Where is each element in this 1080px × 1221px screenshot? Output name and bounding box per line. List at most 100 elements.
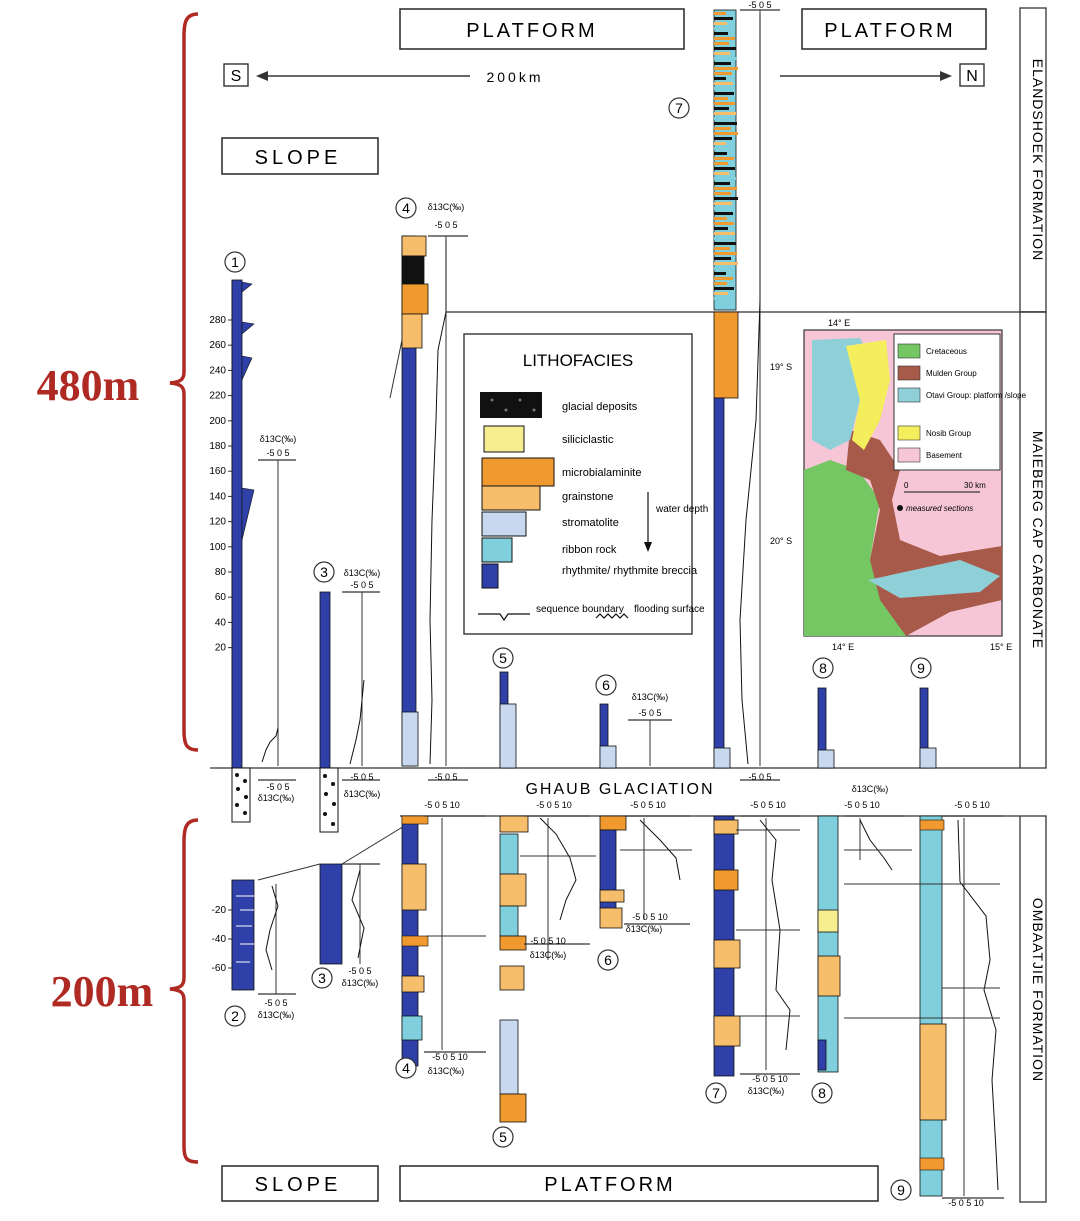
delta-axis-title: δ13C(‰) — [626, 924, 663, 934]
svg-text:3: 3 — [320, 564, 328, 580]
bed — [714, 102, 735, 105]
bed — [714, 47, 736, 50]
svg-text:5: 5 — [499, 1129, 507, 1145]
bed — [714, 297, 735, 300]
section-number-3: 3 — [313, 561, 335, 583]
bed — [714, 277, 733, 280]
section-4 — [389, 235, 486, 1067]
legend-grainstone: grainstone — [562, 491, 613, 503]
section-3 — [257, 591, 415, 965]
delta-tick-labels: -5 0 5 10 — [752, 1074, 788, 1084]
depth-tick-label: 140 — [209, 491, 226, 502]
legend-glacial: glacial deposits — [562, 401, 638, 413]
bed — [714, 97, 728, 100]
depth-axis-lower: -20-40-60 — [212, 880, 233, 990]
delta-axis-title: δ13C(‰) — [344, 789, 381, 799]
bed — [714, 187, 737, 190]
map-legend-cretaceous: Cretaceous — [926, 347, 967, 356]
section-number-7: 7 — [705, 1082, 727, 1104]
delta-axis-title: δ13C(‰) — [632, 692, 669, 702]
depth-tick-label: 220 — [209, 391, 226, 402]
depth-tick-label: 160 — [209, 466, 226, 477]
bed — [714, 12, 726, 15]
delta-axis-title: δ13C(‰) — [428, 202, 465, 212]
bed — [714, 282, 727, 285]
delta-axis-title: δ13C(‰) — [260, 434, 297, 444]
section-9 — [919, 687, 1004, 1199]
map-scale-zero: 0 — [904, 481, 909, 490]
delta-axis-title: δ13C(‰) — [852, 784, 889, 794]
depth-tick-label: -40 — [212, 934, 227, 945]
delta-tick-labels: -5 0 5 10 — [432, 1052, 468, 1062]
delta-tick-labels: -5 0 5 10 — [844, 800, 880, 810]
legend-siliciclastic: siliciclastic — [562, 434, 614, 446]
legend-title: LITHOFACIES — [523, 351, 634, 370]
section-1 — [231, 279, 296, 823]
south-label: S — [231, 68, 242, 85]
depth-tick-label: 80 — [215, 567, 227, 578]
svg-text:5: 5 — [499, 650, 507, 666]
upper-bracket — [169, 12, 199, 752]
depth-tick-label: -60 — [212, 963, 227, 974]
legend-rhythmite: rhythmite/ rhythmite breccia — [562, 565, 698, 577]
map-legend-mulden: Mulden Group — [926, 369, 977, 378]
map-legend-basement: Basement — [926, 451, 963, 460]
bed — [714, 172, 729, 175]
lower-thickness-label: 200m — [51, 967, 154, 1016]
platform-header-right: PLATFORM — [801, 8, 987, 50]
bed — [714, 212, 733, 215]
ghaub-glaciation-label: GHAUB GLACIATION — [525, 781, 714, 798]
delta-tick-labels: -5 0 5 — [748, 772, 771, 782]
formation-column: ELANDSHOEK FORMATION MAIEBERG CAP CARBON… — [1019, 7, 1047, 1203]
delta-tick-labels: -5 0 5 — [264, 998, 287, 1008]
depth-tick-label: 200 — [209, 416, 226, 427]
section-number-6: 6 — [597, 949, 619, 971]
delta-axis-title: δ13C(‰) — [428, 1066, 465, 1076]
legend-ribbon-rock: ribbon rock — [562, 544, 617, 556]
map-lon-14: 14° E — [832, 642, 854, 652]
delta-tick-labels: -5 0 5 — [266, 782, 289, 792]
elandshoek-label: ELANDSHOEK FORMATION — [1030, 59, 1046, 262]
bed — [714, 62, 731, 65]
map-measured: measured sections — [906, 504, 973, 513]
bed — [714, 72, 732, 75]
delta-tick-labels: -5 0 5 10 — [632, 912, 668, 922]
depth-tick-label: 260 — [209, 340, 226, 351]
bed — [714, 192, 731, 195]
north-label: N — [966, 68, 978, 85]
bed — [714, 32, 728, 35]
map-top-lon: 14° E — [828, 318, 850, 328]
legend-water-depth: water depth — [655, 504, 708, 515]
bed — [714, 147, 733, 150]
bed — [714, 132, 738, 135]
slope-label-bottom: SLOPE — [255, 1174, 342, 1196]
platform-label-left: PLATFORM — [466, 20, 597, 42]
depth-tick-label: 180 — [209, 441, 226, 452]
bed — [714, 182, 730, 185]
bed — [714, 52, 730, 55]
bed — [714, 67, 738, 70]
delta-tick-labels: -5 0 5 10 — [424, 800, 460, 810]
bed — [714, 217, 727, 220]
section-number-5: 5 — [492, 1126, 514, 1148]
platform-header-bottom: PLATFORM — [399, 1165, 879, 1202]
bed — [714, 202, 732, 205]
svg-text:3: 3 — [318, 970, 326, 986]
bed — [714, 92, 734, 95]
slope-header-top: SLOPE — [221, 137, 379, 175]
depth-tick-label: 240 — [209, 365, 226, 376]
delta-tick-labels: -5 0 5 10 — [630, 800, 666, 810]
lower-bracket — [169, 818, 199, 1164]
section-number-4: 4 — [395, 1057, 417, 1079]
depth-tick-label: 100 — [209, 542, 226, 553]
bed — [714, 257, 731, 260]
section-number-6: 6 — [595, 674, 617, 696]
map-lon-15: 15° E — [990, 642, 1012, 652]
bed — [714, 107, 729, 110]
delta-axis-title: δ13C(‰) — [530, 950, 567, 960]
depth-tick-label: 280 — [209, 315, 226, 326]
section-number-7: 7 — [668, 97, 690, 119]
delta-tick-labels: -5 0 5 — [748, 0, 771, 10]
bed — [714, 77, 726, 80]
